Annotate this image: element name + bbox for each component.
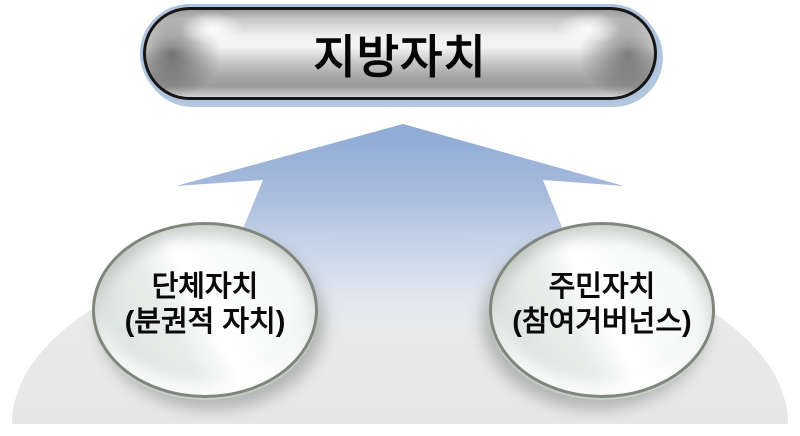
left-node-subtitle: (분권적 자치) xyxy=(124,306,286,338)
right-node-subtitle: (참여거버넌스) xyxy=(512,306,692,338)
right-oval-node: 주민자치 (참여거버넌스) xyxy=(489,222,715,398)
left-oval-node: 단체자치 (분권적 자치) xyxy=(92,222,318,398)
title-capsule-label: 지방자치 xyxy=(313,30,487,83)
title-capsule: 지방자치 xyxy=(143,7,657,100)
right-node-title: 주민자치 xyxy=(548,271,656,303)
left-node-title: 단체자치 xyxy=(151,271,259,303)
